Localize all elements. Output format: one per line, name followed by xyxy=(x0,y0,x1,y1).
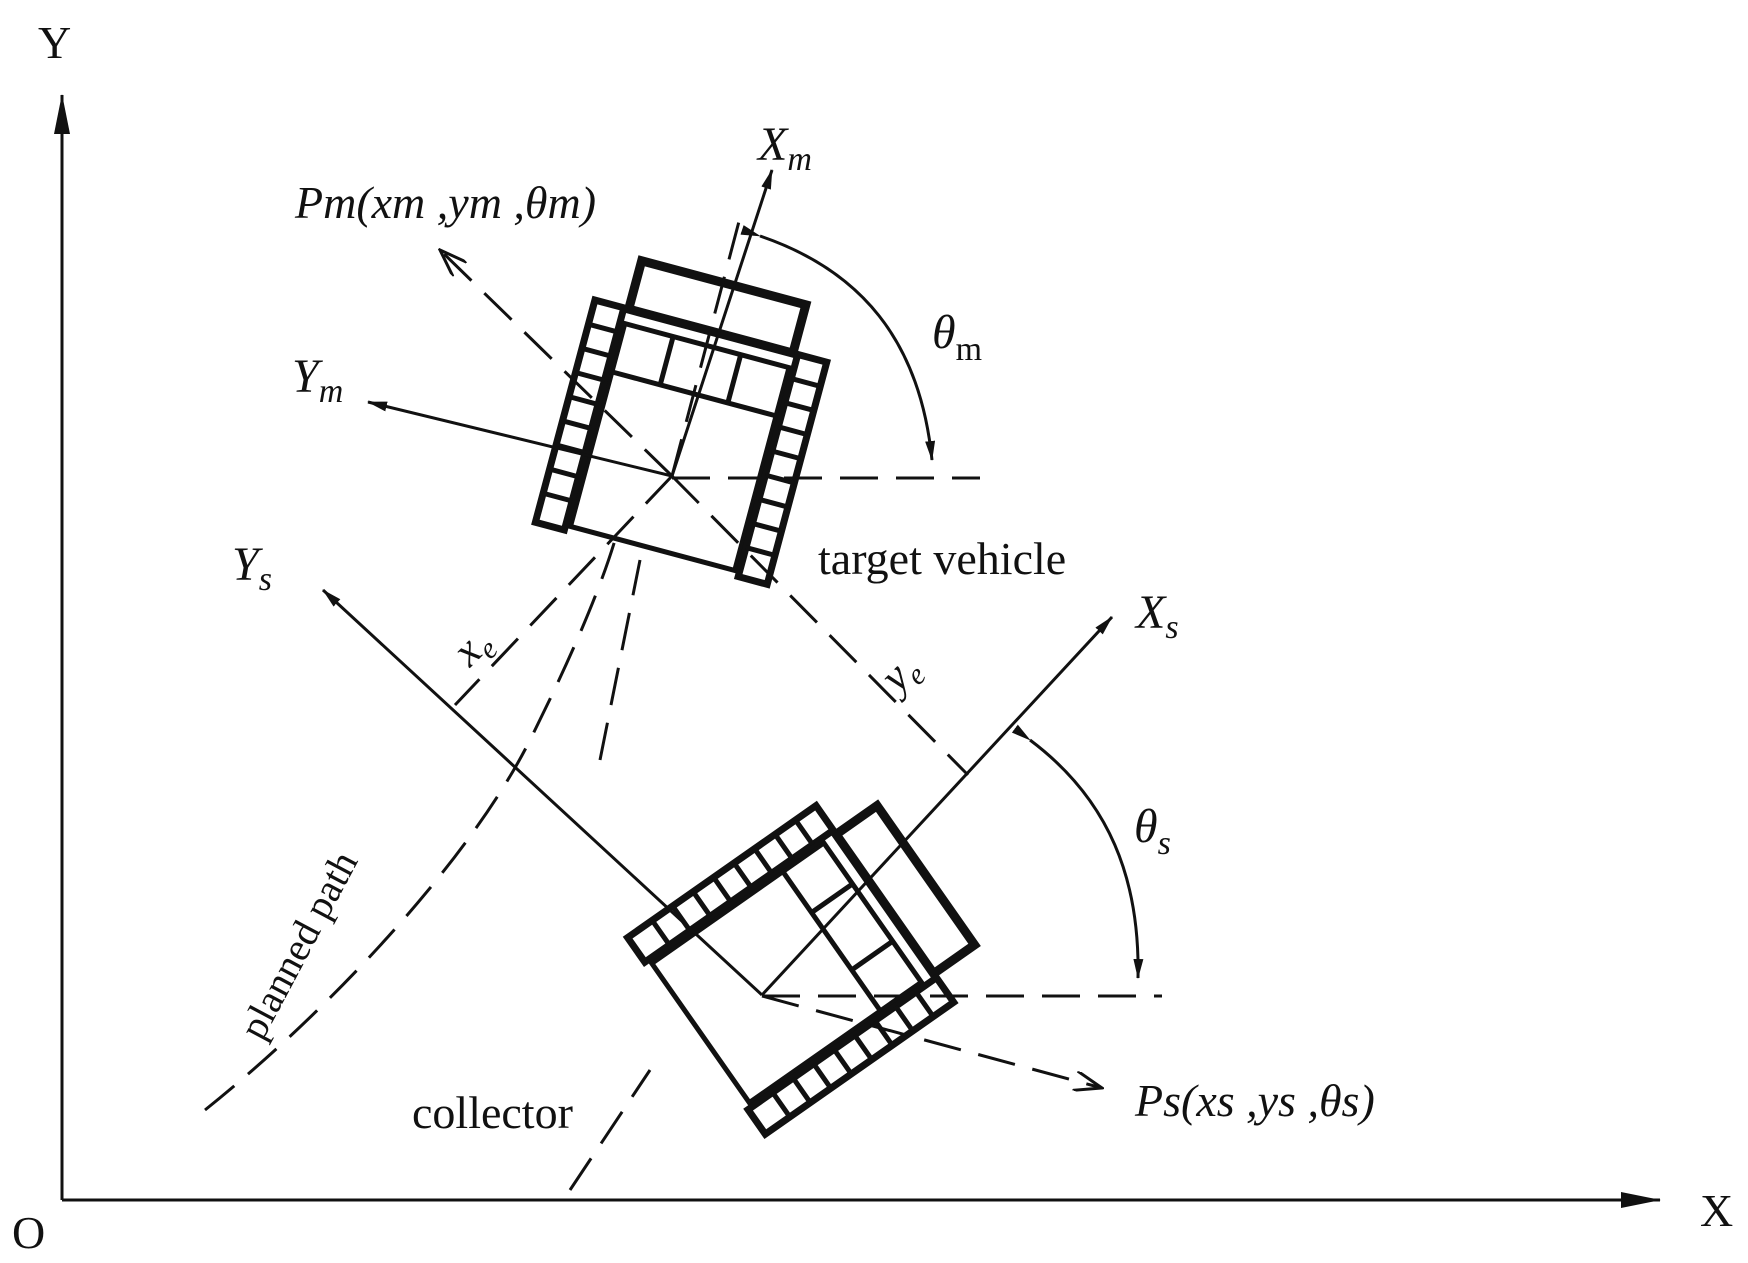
planned-path-curve xyxy=(204,539,617,1112)
target-vehicle-left-track xyxy=(531,295,629,535)
x-axis-label: X xyxy=(1700,1185,1733,1236)
x-error-label: xe xyxy=(442,617,505,680)
theta-s-label: θs xyxy=(1134,800,1171,862)
target-vehicle-label: target vehicle xyxy=(818,533,1066,584)
global-axes: Y X O xyxy=(12,17,1733,1258)
path-dash-short xyxy=(598,559,642,761)
target-frame: Xm Ym θm Pm(xm ,ym ,θm) target vehicle xyxy=(292,118,1066,584)
error-projections: xe ye xyxy=(442,474,970,777)
target-heading-dash xyxy=(670,209,744,477)
collector-x-label: Xs xyxy=(1134,586,1179,646)
collector-body xyxy=(648,839,925,1107)
theta-s-arc xyxy=(1011,724,1144,979)
collector-frame: Xs Ys θs Ps(xs ,ys ,θs) collector xyxy=(232,538,1375,1138)
target-pose-label: Pm(xm ,ym ,θm) xyxy=(294,177,596,228)
collector-pose-label: Ps(xs ,ys ,θs) xyxy=(1134,1075,1375,1126)
y-error-label: ye xyxy=(868,643,933,708)
collector-x-axis xyxy=(760,615,1114,997)
planned-path-label: planned path xyxy=(230,844,366,1047)
target-x-axis xyxy=(670,169,774,477)
origin-label: O xyxy=(12,1207,45,1258)
collector-pose-dash xyxy=(761,994,1102,1088)
collector-tail-dash xyxy=(568,1069,652,1191)
collector-vehicle xyxy=(622,799,981,1140)
collector-front-bumper xyxy=(829,799,981,980)
collector-right-track xyxy=(743,972,959,1140)
collector-label: collector xyxy=(412,1087,573,1138)
collector-left-track xyxy=(622,800,839,968)
collector-y-label: Ys xyxy=(232,538,272,598)
target-x-label: Xm xyxy=(756,118,812,178)
theta-m-arc xyxy=(740,225,936,461)
target-y-axis xyxy=(367,400,673,478)
y-axis-label: Y xyxy=(38,17,71,68)
target-y-label: Ym xyxy=(292,350,343,410)
theta-m-label: θm xyxy=(932,306,982,368)
y-error-dash xyxy=(670,474,970,777)
collector-y-axis xyxy=(321,588,764,997)
